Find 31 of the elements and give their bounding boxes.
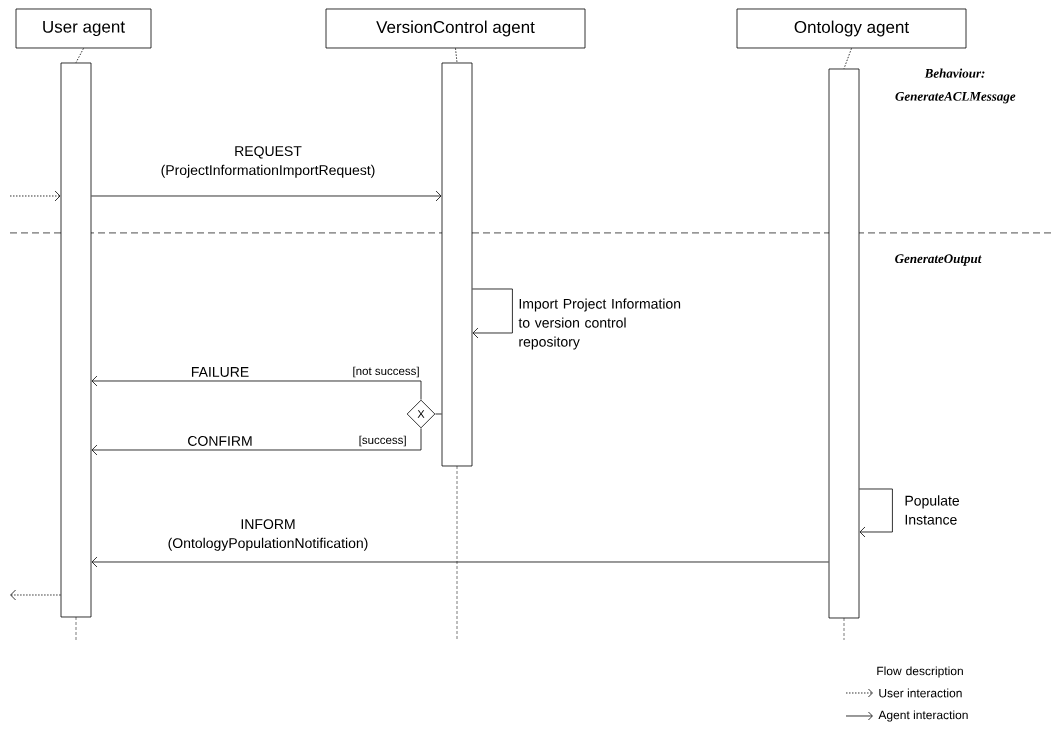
connector-line bbox=[435, 413, 442, 415]
edge-label: CONFIRM bbox=[188, 436, 252, 446]
message-arrow bbox=[91, 556, 829, 568]
agent-box: User agent bbox=[15, 8, 152, 49]
activation-bar bbox=[60, 62, 92, 618]
message-arrow bbox=[91, 375, 422, 400]
message-arrow bbox=[9, 190, 61, 202]
edge-label: REQUEST (ProjectInformationImportRequest) bbox=[161, 146, 375, 178]
message-arrow bbox=[91, 190, 442, 202]
self-message-arrow bbox=[859, 488, 893, 538]
edge-label: INFORM (OntologyPopulationNotification) bbox=[168, 519, 368, 551]
edge-label: Populate Instance bbox=[905, 495, 960, 525]
activation-bar bbox=[441, 62, 473, 467]
message-arrow bbox=[91, 428, 422, 456]
guard-label: [success] bbox=[359, 435, 406, 447]
self-message-arrow bbox=[472, 288, 513, 339]
edge-label: FAILURE bbox=[192, 367, 249, 377]
legend-title: Flow description bbox=[877, 666, 963, 678]
legend-label: Agent interaction bbox=[878, 710, 968, 722]
lifeline bbox=[843, 48, 852, 69]
legend-label: User interaction bbox=[879, 688, 962, 698]
lifeline bbox=[455, 48, 458, 63]
message-arrow bbox=[10, 589, 61, 601]
agent-box: Ontology agent bbox=[736, 8, 967, 49]
activation-bar bbox=[828, 68, 860, 619]
edge-label: Import Project Information to version control repository bbox=[518, 298, 681, 350]
note-label: Behaviour: GenerateACLMessage bbox=[895, 68, 1016, 104]
lifeline bbox=[75, 48, 84, 63]
guard-label: [not success] bbox=[353, 366, 419, 378]
agent-box: VersionControl agent bbox=[325, 8, 586, 49]
note-label: GenerateOutput bbox=[895, 254, 982, 266]
